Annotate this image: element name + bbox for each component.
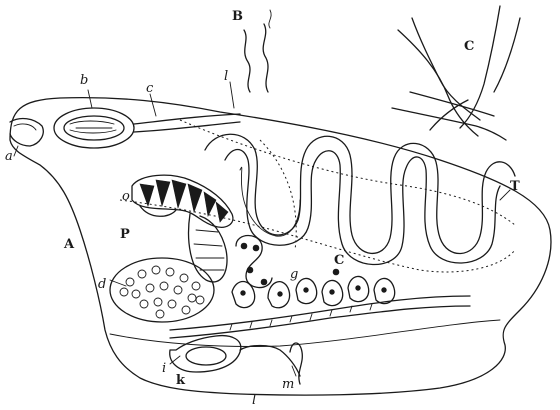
dotted-outline-lower — [120, 200, 515, 272]
coil-mid-marks — [241, 243, 267, 285]
inner-body-line — [110, 320, 500, 347]
label-c-center: C — [334, 253, 344, 268]
snout-inner — [14, 124, 36, 130]
leader-l — [230, 82, 234, 108]
label-i: i — [162, 361, 166, 376]
label-k: k — [176, 373, 186, 388]
gut-tract-texture — [230, 304, 372, 330]
dotted-outline-right — [260, 140, 296, 250]
label-B: B — [232, 9, 243, 24]
eye-striations — [70, 121, 116, 133]
label-P: P — [120, 227, 130, 242]
leader-t — [500, 190, 510, 200]
lower-organ — [170, 336, 241, 372]
cell-row — [232, 276, 395, 307]
fibre-cluster-c — [392, 6, 520, 140]
lower-organ-inner — [186, 347, 226, 365]
label-c: c — [146, 81, 154, 96]
filament-b-3 — [269, 10, 271, 28]
leader-c — [150, 94, 156, 116]
label-d: d — [98, 277, 106, 292]
label-b: b — [80, 73, 88, 88]
leader-b — [88, 90, 92, 108]
label-C: C — [464, 39, 474, 54]
gut-tract-upper — [170, 296, 470, 330]
label-l-bottom: l — [252, 393, 256, 408]
label-g: g — [290, 267, 298, 282]
label-o: o — [122, 189, 130, 204]
egg-mass — [110, 258, 214, 322]
snout-outline — [10, 119, 43, 146]
neural-cord — [134, 114, 240, 124]
filament-b-2 — [263, 24, 268, 92]
label-m: m — [282, 377, 294, 392]
filament-b-1 — [244, 30, 250, 92]
tube-p-stripes — [194, 230, 224, 270]
label-a: a — [5, 149, 13, 164]
label-A: A — [63, 237, 75, 252]
label-l: l — [224, 69, 228, 84]
leader-d — [110, 280, 126, 286]
egg-mass-eggs — [120, 266, 204, 318]
gut-tract-lower — [170, 306, 470, 338]
neural-cord-lower — [134, 122, 240, 132]
label-T: T — [510, 179, 520, 194]
